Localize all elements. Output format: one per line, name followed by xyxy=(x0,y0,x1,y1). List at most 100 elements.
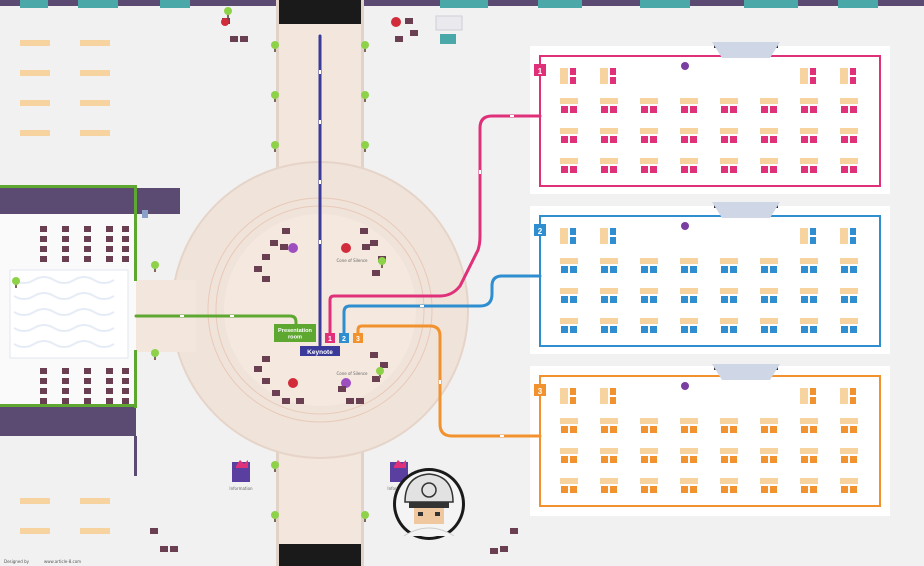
lounge-top xyxy=(221,15,463,44)
desk xyxy=(840,258,858,264)
side-table xyxy=(20,498,50,504)
side-desk xyxy=(560,228,568,244)
chair xyxy=(730,136,737,143)
audience-chair xyxy=(62,236,69,242)
plaza-chair xyxy=(370,352,378,358)
chair xyxy=(650,326,657,333)
chair xyxy=(650,296,657,303)
desk xyxy=(840,128,858,134)
keynote-sign[interactable] xyxy=(300,346,340,356)
audience-chair xyxy=(62,246,69,252)
chair xyxy=(610,456,617,463)
desk xyxy=(640,128,658,134)
desk xyxy=(640,478,658,484)
chair xyxy=(610,68,616,75)
plant-leaves xyxy=(151,261,159,269)
side-desk xyxy=(600,68,608,84)
lounge-chair xyxy=(170,546,178,552)
side-desk xyxy=(840,388,848,404)
audience-chair xyxy=(84,256,91,262)
chair xyxy=(761,296,768,303)
desk xyxy=(560,478,578,484)
chair xyxy=(561,426,568,433)
desk xyxy=(680,98,698,104)
desk xyxy=(760,128,778,134)
audience-chair xyxy=(84,246,91,252)
chair xyxy=(601,106,608,113)
desk xyxy=(720,448,738,454)
side-table xyxy=(20,130,50,136)
audience-chair xyxy=(122,368,129,374)
desk xyxy=(720,258,738,264)
desk xyxy=(680,158,698,164)
room-3-badge: 3 xyxy=(538,387,543,396)
chair xyxy=(561,456,568,463)
chair xyxy=(810,266,817,273)
audience-chair xyxy=(40,236,47,242)
audience-chair xyxy=(106,256,113,262)
chair xyxy=(810,456,817,463)
path-dashes xyxy=(180,70,514,437)
chair xyxy=(610,106,617,113)
audience-chair xyxy=(106,388,113,394)
info-kiosk-right[interactable] xyxy=(390,460,408,482)
side-desk xyxy=(600,228,608,244)
room-desks xyxy=(560,62,858,493)
desk xyxy=(800,418,818,424)
chair xyxy=(810,136,817,143)
player-avatar-icon[interactable] xyxy=(393,468,465,540)
chair xyxy=(810,106,817,113)
chair xyxy=(730,266,737,273)
desk xyxy=(560,98,578,104)
chair xyxy=(610,426,617,433)
podium xyxy=(681,222,689,230)
audience-chair xyxy=(40,256,47,262)
audience-chair xyxy=(122,256,129,262)
audience-chair xyxy=(106,226,113,232)
desk xyxy=(640,418,658,424)
chair xyxy=(721,166,728,173)
plant-leaves xyxy=(361,511,369,519)
desk xyxy=(560,448,578,454)
chair xyxy=(601,296,608,303)
side-table xyxy=(80,528,110,534)
chair xyxy=(570,296,577,303)
presentation-room-sign[interactable] xyxy=(274,324,316,342)
plant-leaves xyxy=(224,7,232,15)
plaza-chair xyxy=(254,366,262,372)
plaza-chair xyxy=(282,398,290,404)
desk xyxy=(640,158,658,164)
chair xyxy=(850,136,857,143)
chair xyxy=(721,456,728,463)
path-lines xyxy=(134,34,542,438)
desk xyxy=(800,258,818,264)
desk xyxy=(840,418,858,424)
chair xyxy=(801,266,808,273)
chair xyxy=(641,106,648,113)
chair xyxy=(610,77,616,84)
chair xyxy=(601,266,608,273)
lounge-chair xyxy=(160,546,168,552)
plaza-chair xyxy=(270,240,278,246)
chair xyxy=(690,106,697,113)
footer-url[interactable]: www.article-8.com xyxy=(44,559,81,564)
chair xyxy=(570,237,576,244)
chair xyxy=(570,77,576,84)
chair xyxy=(681,266,688,273)
chair xyxy=(650,266,657,273)
chair xyxy=(841,296,848,303)
chair xyxy=(601,136,608,143)
chair xyxy=(721,136,728,143)
route-badge-1: 1 xyxy=(328,336,332,343)
desk xyxy=(600,258,618,264)
plaza-chair xyxy=(372,270,380,276)
audience-chair xyxy=(84,368,91,374)
chair xyxy=(850,266,857,273)
audience-chair xyxy=(106,236,113,242)
chair xyxy=(770,136,777,143)
chair xyxy=(730,106,737,113)
lounge-chair xyxy=(510,528,518,534)
info-kiosk-left[interactable] xyxy=(232,460,250,482)
